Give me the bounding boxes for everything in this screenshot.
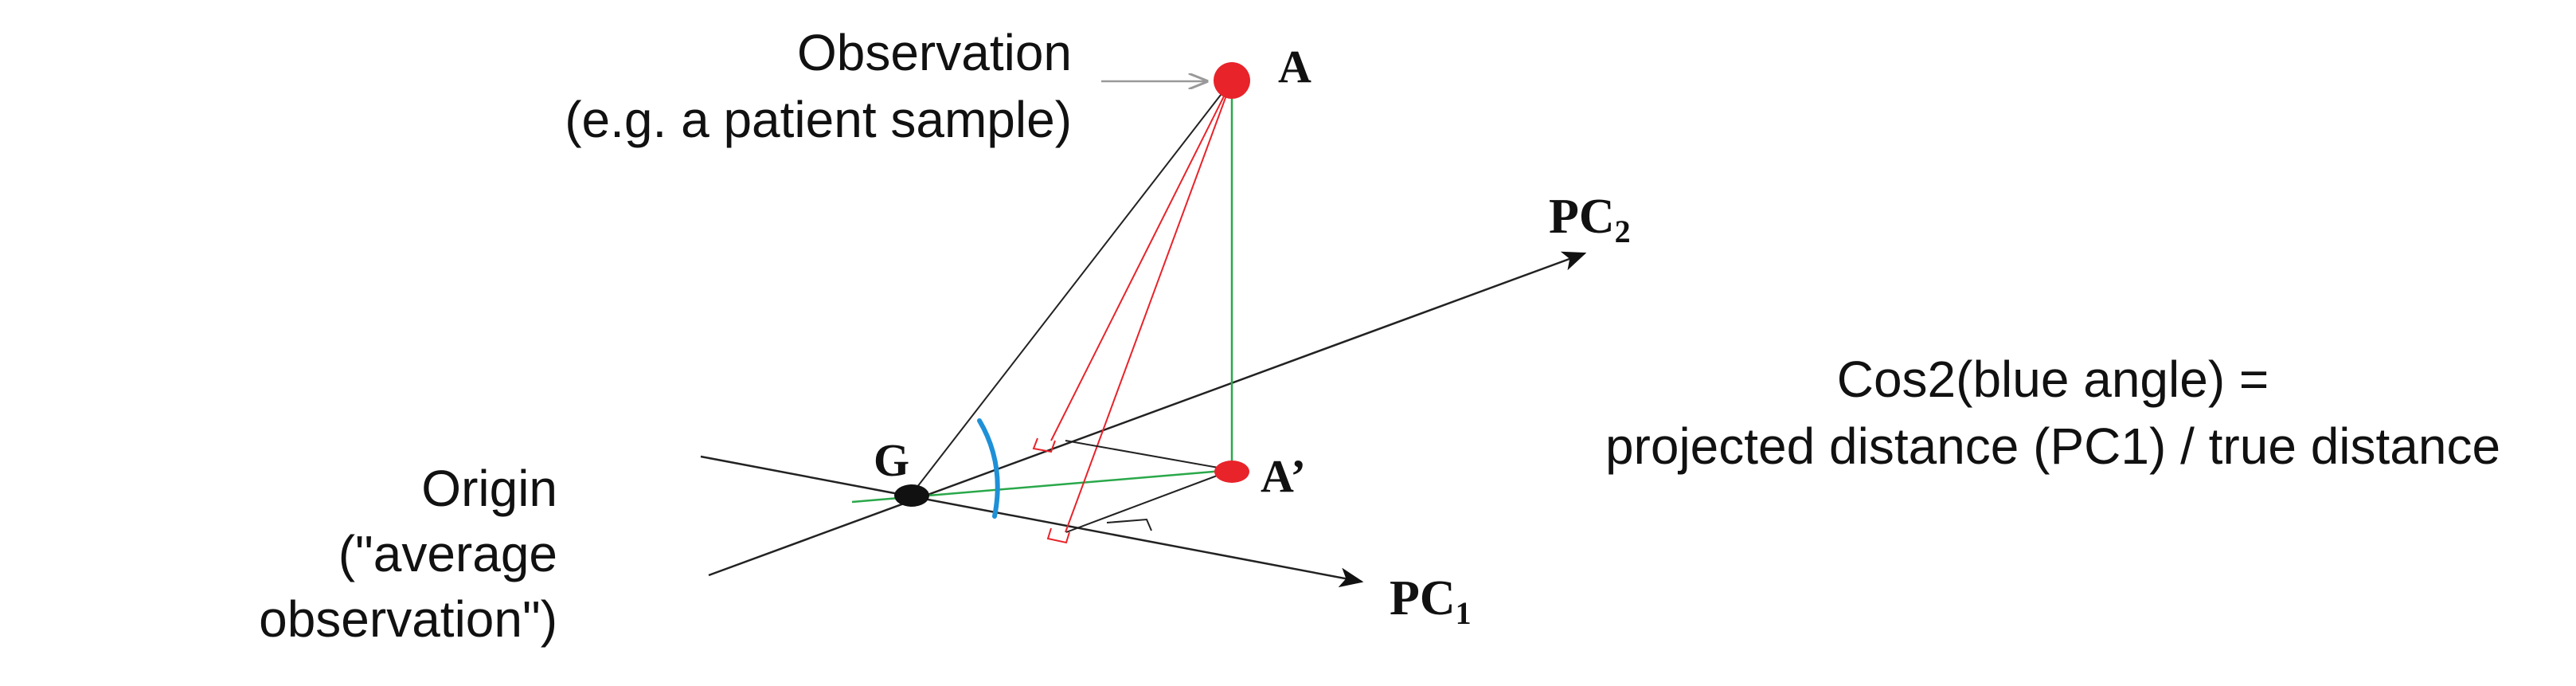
pc1-label-main: PC bbox=[1390, 571, 1456, 625]
pc2-label-subscript: 2 bbox=[1615, 214, 1631, 249]
red-projection-a-to-pc1 bbox=[1065, 80, 1233, 533]
formula-line1: Cos2(blue angle) = bbox=[1837, 351, 2269, 408]
red-right-angle-marker-pc2 bbox=[1032, 437, 1056, 453]
blue-angle-arc bbox=[977, 418, 1000, 519]
red-right-angle-marker-pc1 bbox=[1046, 527, 1070, 544]
formula-line2: projected distance (PC1) / true distance bbox=[1605, 417, 2500, 475]
point-a-observation bbox=[1214, 62, 1250, 99]
point-a-label: A bbox=[1278, 41, 1311, 92]
point-a-prime-projection bbox=[1214, 461, 1249, 483]
black-projection-a-prime-to-pc2 bbox=[1065, 440, 1233, 471]
red-projection-a-to-pc2 bbox=[1050, 80, 1233, 441]
origin-label-line3: observation") bbox=[259, 590, 557, 648]
point-a-prime-label: A’ bbox=[1261, 450, 1306, 502]
pc1-axis-line bbox=[700, 455, 1364, 588]
pc2-axis-label: PC2 bbox=[1549, 190, 1631, 249]
origin-label-line1: Origin bbox=[421, 460, 557, 517]
black-projection-a-prime-to-pc1 bbox=[1065, 469, 1233, 533]
observation-label-line1: Observation bbox=[797, 24, 1072, 81]
pc2-label-main: PC bbox=[1549, 190, 1615, 244]
black-right-angle-marker-pc1 bbox=[1106, 518, 1152, 531]
pc1-axis-label: PC1 bbox=[1390, 571, 1472, 631]
pc2-axis-line bbox=[708, 251, 1587, 577]
point-g-label: G bbox=[874, 434, 909, 486]
pc1-label-subscript: 1 bbox=[1456, 595, 1472, 631]
origin-label-line2: ("average bbox=[338, 525, 557, 582]
vector-g-to-a bbox=[911, 80, 1233, 495]
point-g-origin bbox=[894, 484, 929, 507]
observation-label-line2: (e.g. a patient sample) bbox=[565, 91, 1072, 148]
